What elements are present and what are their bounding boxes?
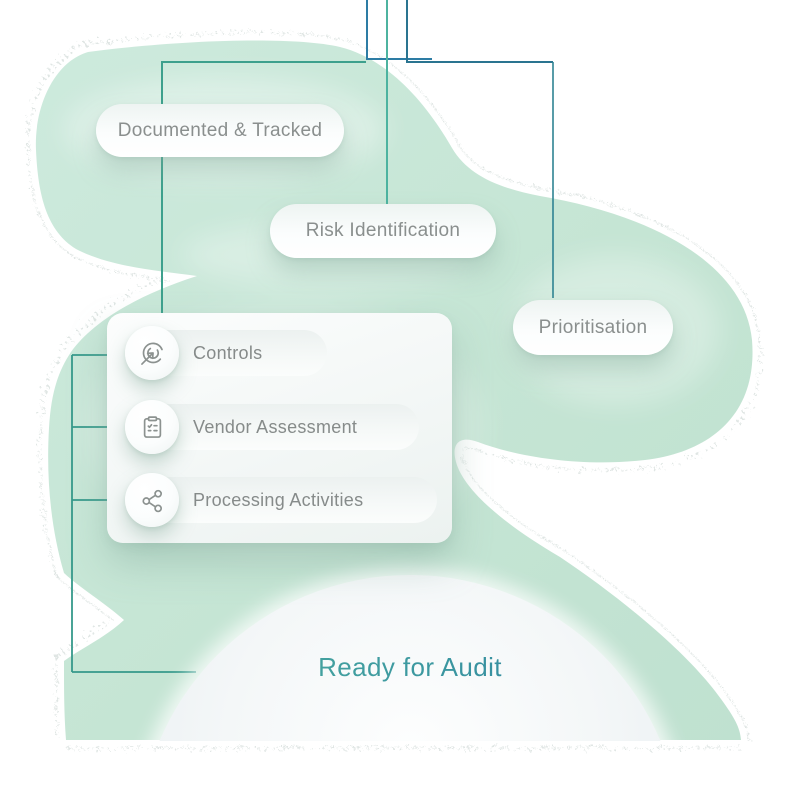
card-pill-controls-label: Controls xyxy=(193,342,263,363)
card-pill-vendor-assessment: Vendor Assessment xyxy=(141,404,419,450)
card-row-processing-activities: Processing Activities xyxy=(125,473,437,527)
share-network-icon xyxy=(125,473,179,527)
target-arrow-icon xyxy=(125,326,179,380)
audit-circle xyxy=(150,567,670,741)
ready-for-audit-label: Ready for Audit xyxy=(140,652,680,683)
feature-card: Controls Vendor Assessment xyxy=(107,313,452,543)
pill-prioritisation: Prioritisation xyxy=(513,300,673,355)
connector-lines xyxy=(71,0,554,673)
pill-risk-identification: Risk Identification xyxy=(270,204,496,258)
connector-line-to-card-top xyxy=(161,61,366,313)
clipboard-checklist-icon xyxy=(125,400,179,454)
connector-line-blue-right xyxy=(406,0,553,63)
pill-prioritisation-label: Prioritisation xyxy=(538,316,648,338)
card-row-controls: Controls xyxy=(125,326,327,380)
card-pill-processing-activities-label: Processing Activities xyxy=(193,489,364,510)
card-pill-vendor-assessment-label: Vendor Assessment xyxy=(193,416,358,437)
pill-documented-tracked-label: Documented & Tracked xyxy=(117,119,323,141)
pill-risk-identification-label: Risk Identification xyxy=(305,220,461,241)
card-pill-processing-activities: Processing Activities xyxy=(141,477,437,523)
card-row-vendor-assessment: Vendor Assessment xyxy=(125,400,419,454)
pill-documented-tracked: Documented & Tracked xyxy=(96,104,344,157)
connector-line-blue-left xyxy=(366,0,432,60)
